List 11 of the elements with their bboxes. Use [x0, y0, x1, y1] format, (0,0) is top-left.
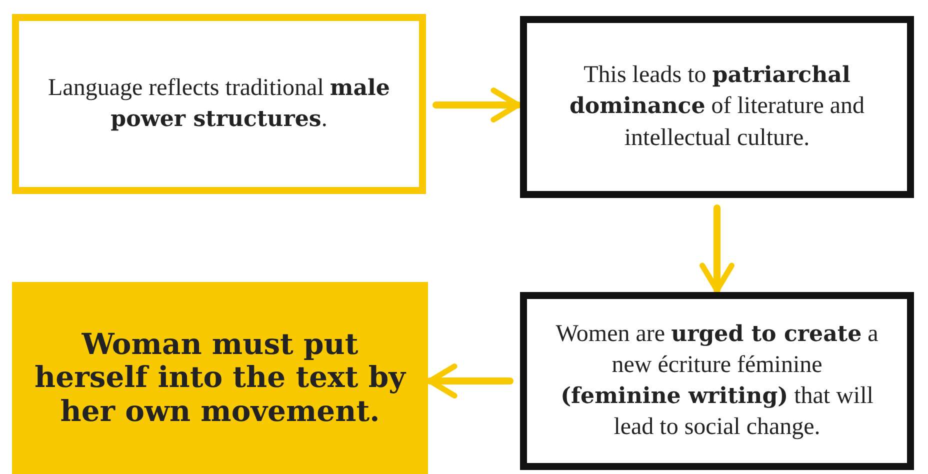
text-box [520, 16, 914, 198]
highlight-box [12, 282, 428, 474]
arrow [700, 204, 734, 294]
text-box [520, 292, 914, 470]
text-box [12, 14, 426, 194]
box-text: This leads to patriarchal dominance of literature and intellectual culture. [568, 61, 866, 153]
box-text: Language reflects traditional male power structures. [47, 74, 391, 134]
arrow [426, 364, 514, 398]
box-text: Women are urged to create a new écriture féminine (feminine writing) that will lead to social change. [554, 320, 880, 442]
arrow [432, 88, 522, 122]
box-text: Woman must put herself into the text by her own movement. [34, 328, 406, 428]
